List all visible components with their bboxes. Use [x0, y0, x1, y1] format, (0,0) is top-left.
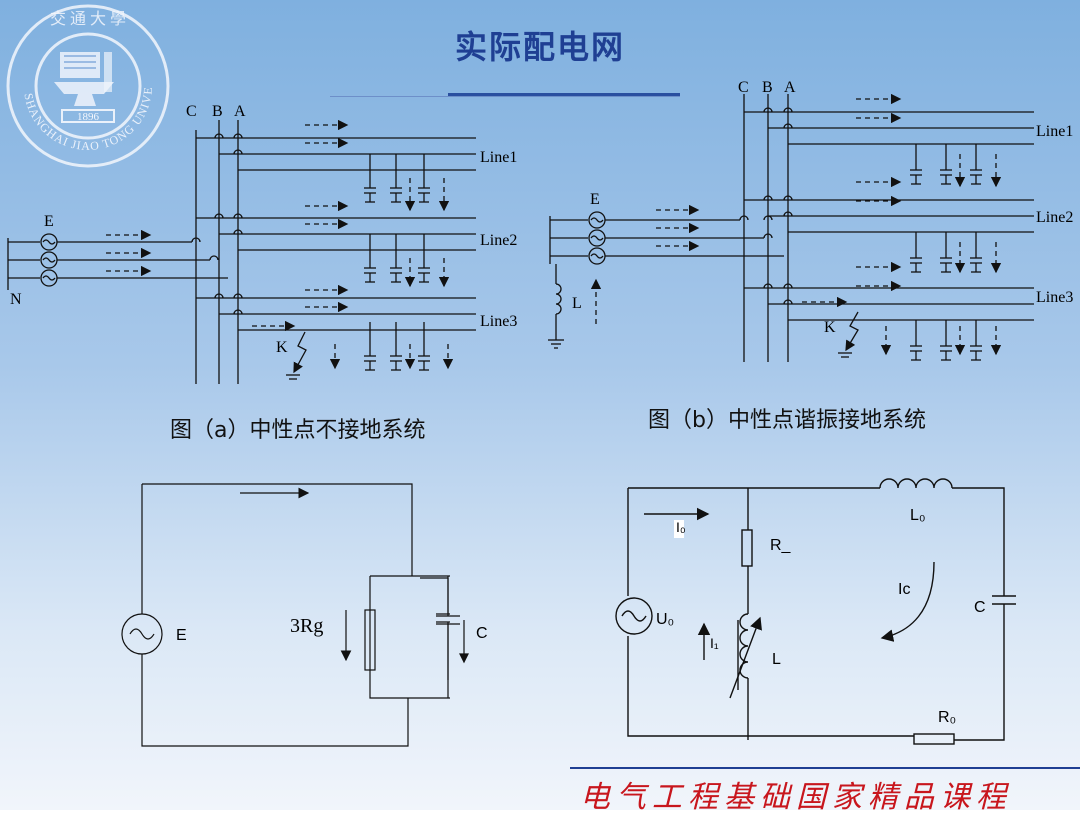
circuit-b-current-ic: Ic	[898, 581, 910, 598]
circuit-a-capacitor: C	[420, 577, 488, 680]
circuit-a-resistor-label: 3Rg	[290, 615, 323, 637]
logo-year: 1896	[77, 111, 100, 123]
circuit-b-equivalent: I₀ U₀ I₁ R_ L L₀ Ic C R₀	[615, 478, 1016, 745]
line1-label-a: Line1	[480, 149, 517, 166]
circuit-b-source-label: U₀	[656, 611, 674, 628]
phase-label-c-b: C	[738, 79, 749, 96]
phase-label-a-a: A	[234, 103, 246, 120]
title-underline	[448, 93, 680, 96]
caption-diagram-b: 图（b）中性点谐振接地系统	[648, 408, 926, 433]
line2-label-a: Line2	[480, 232, 517, 249]
circuit-b-resistor-r0: R₀	[938, 709, 956, 726]
circuit-b-inductor-l0: L₀	[910, 507, 926, 524]
line1-label-b: Line1	[1036, 123, 1073, 140]
source-label-b: E	[590, 191, 600, 208]
caption-diagram-a: 图（a）中性点不接地系统	[170, 418, 426, 443]
neutral-label-a: N	[10, 291, 22, 308]
diagram-a-ungrounded: C B A E N Line1 Line2 Line3 K	[7, 103, 517, 384]
title-underline-thin	[330, 96, 680, 97]
university-logo: SHANGHAI JIAO TONG UNIVERSITY 交 通 大 學 18…	[4, 2, 170, 168]
coil-label-b: L	[572, 295, 582, 312]
line3-label-b: Line3	[1036, 289, 1073, 306]
circuit-b-capacitor-c: C	[974, 599, 986, 616]
fault-label-b: K	[824, 319, 836, 336]
source-label-a: E	[44, 213, 54, 230]
footer-course-title: 电气工程基础国家精品课程	[580, 780, 1012, 815]
phase-label-b-b: B	[762, 79, 773, 96]
circuit-b-current-il: I₁	[710, 635, 719, 651]
circuit-b-inductor-l: L	[772, 651, 781, 668]
phase-label-c-a: C	[186, 103, 197, 120]
diagram-b-resonant: C B A E L Line1 Line2 Line3 K	[548, 79, 1073, 362]
circuit-a-capacitor-label: C	[476, 625, 488, 642]
circuit-a-source-label: E	[176, 627, 187, 644]
footer-rule	[570, 767, 1080, 769]
circuit-a-equivalent: E 3Rg	[121, 483, 450, 747]
line2-label-b: Line2	[1036, 209, 1073, 226]
logo-seal-chars: 交 通 大 學	[50, 10, 126, 28]
page-title: 实际配电网	[454, 28, 625, 66]
circuit-b-resistor-rl: R_	[770, 537, 792, 554]
circuit-b-current-i0: I₀	[676, 519, 686, 535]
phase-label-a-b: A	[784, 79, 796, 96]
line3-label-a: Line3	[480, 313, 517, 330]
phase-label-b-a: B	[212, 103, 223, 120]
fault-label-a: K	[276, 339, 288, 356]
